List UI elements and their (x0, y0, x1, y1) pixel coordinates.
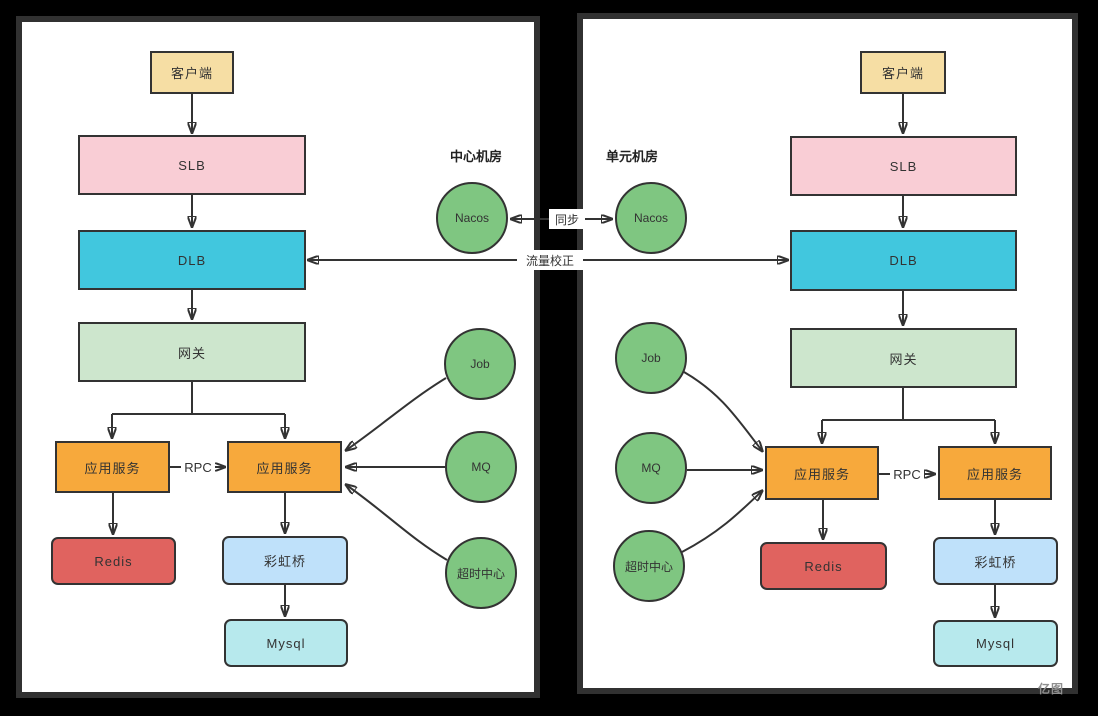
label-rpc-right: RPC (890, 464, 924, 484)
node-slb-left: SLB (78, 135, 306, 195)
node-redis-right: Redis (760, 542, 887, 590)
node-app-service-1-left: 应用服务 (55, 441, 170, 493)
arrow-job-app2-left (345, 377, 447, 451)
node-redis-left: Redis (51, 537, 176, 585)
branch-gateway-right (822, 388, 995, 421)
node-gateway-left: 网关 (78, 322, 306, 382)
node-rainbow-bridge-right: 彩虹桥 (933, 537, 1058, 585)
node-nacos-right: Nacos (615, 182, 687, 254)
node-timeout-center-right: 超时中心 (613, 530, 685, 602)
node-job-right: Job (615, 322, 687, 394)
watermark: 亿图 (1038, 682, 1065, 696)
node-app-service-2-right: 应用服务 (938, 446, 1052, 500)
arrow-job-app1-right (683, 371, 763, 452)
arrow-timeout-app2-left (345, 484, 448, 561)
node-mysql-right: Mysql (933, 620, 1058, 667)
node-timeout-center-left: 超时中心 (445, 537, 517, 609)
node-dlb-right: DLB (790, 230, 1017, 291)
node-mysql-left: Mysql (224, 619, 348, 667)
node-mq-left: MQ (445, 431, 517, 503)
label-traffic-correction: 流量校正 (517, 250, 583, 270)
node-slb-right: SLB (790, 136, 1017, 196)
node-nacos-left: Nacos (436, 182, 508, 254)
node-app-service-2-left: 应用服务 (227, 441, 342, 493)
branch-gateway-left (112, 382, 285, 415)
node-mq-right: MQ (615, 432, 687, 504)
node-gateway-right: 网关 (790, 328, 1017, 388)
node-job-left: Job (444, 328, 516, 400)
arrow-timeout-app1-right (681, 490, 763, 553)
node-dlb-left: DLB (78, 230, 306, 290)
room-title-center: 中心机房 (450, 149, 503, 164)
label-sync: 同步 (549, 209, 585, 229)
room-title-unit: 单元机房 (606, 149, 659, 164)
node-client-left: 客户端 (150, 51, 234, 94)
node-rainbow-bridge-left: 彩虹桥 (222, 536, 348, 585)
label-rpc-left: RPC (181, 457, 215, 477)
node-client-right: 客户端 (860, 51, 946, 94)
node-app-service-1-right: 应用服务 (765, 446, 879, 500)
